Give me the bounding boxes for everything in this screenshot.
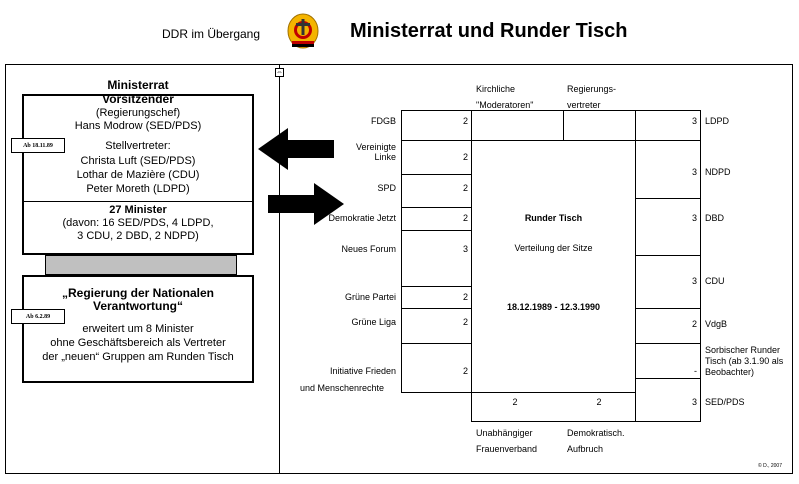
party-vdgb: VdgB xyxy=(705,319,728,329)
bottom-label-frauen-1: Unabhängiger xyxy=(476,428,533,438)
party-vereinigte-linke-2: Linke xyxy=(374,152,396,162)
regierung-title-2: Verantwortung“ xyxy=(92,299,183,313)
header-title: Ministerrat und Runder Tisch xyxy=(350,20,628,42)
vorsitz-label: Vorsitzender xyxy=(102,92,174,106)
party-initiative-2: und Menschenrechte xyxy=(300,383,385,393)
seat-dbd: 3 xyxy=(691,213,697,223)
header-subtitle: DDR im Übergang xyxy=(162,27,261,41)
party-gruene-partei: Grüne Partei xyxy=(344,292,396,302)
regierung-text-1: erweitert um 8 Minister xyxy=(82,323,194,335)
right-seat-column xyxy=(635,110,701,422)
party-ndpd: NDPD xyxy=(705,167,731,177)
left-cell-divider xyxy=(401,174,472,175)
ministerrat-box xyxy=(22,94,254,255)
seat-demokratie-jetzt: 2 xyxy=(462,213,468,223)
party-sorbischer-2: Tisch (ab 3.1.90 als xyxy=(705,356,784,366)
party-sorbischer-1: Sorbischer Runder xyxy=(705,345,781,355)
seat-fdgb: 2 xyxy=(462,116,468,126)
connector-bar xyxy=(45,255,237,275)
top-cell-divider xyxy=(563,110,564,141)
left-cell-divider xyxy=(401,308,472,309)
right-cell-divider xyxy=(635,255,701,256)
left-cell-divider xyxy=(401,230,472,231)
center-dates: 18.12.1989 - 12.3.1990 xyxy=(506,302,601,312)
party-demokratie-jetzt: Demokratie Jetzt xyxy=(328,213,396,223)
seat-sed-pds: 3 xyxy=(691,397,697,407)
regierung-box xyxy=(22,275,254,383)
seat-ndpd: 3 xyxy=(691,167,697,177)
regierungschef-label: (Regierungschef) xyxy=(95,107,181,119)
bottom-label-frauen-2: Frauenverband xyxy=(476,444,538,454)
date-tag-2: Ab 6.2.89 xyxy=(11,309,65,324)
date-tag-2-text: Ab 6.2.89 xyxy=(25,314,51,320)
ministerrat-divider xyxy=(22,201,254,202)
center-title: Runder Tisch xyxy=(524,213,583,223)
seat-ldpd: 3 xyxy=(691,116,697,126)
seat-vereinigte-linke: 2 xyxy=(462,152,468,162)
party-vereinigte-linke-1: Vereinigte xyxy=(355,142,396,152)
seat-spd: 2 xyxy=(462,183,468,193)
seat-demokratischer-aufbruch: 2 xyxy=(596,397,602,407)
party-fdgb: FDGB xyxy=(370,116,396,126)
left-cell-divider xyxy=(401,286,472,287)
arrow-left-icon xyxy=(258,128,334,170)
stellvertreter-label: Stellvertreter: xyxy=(105,140,171,152)
center-table xyxy=(471,140,636,393)
top-label-regierung-1: Regierungs- xyxy=(567,84,617,94)
vertical-divider xyxy=(279,64,280,474)
top-label-moderatoren-1: Kirchliche xyxy=(476,84,516,94)
party-sed-pds: SED/PDS xyxy=(705,397,745,407)
seat-sorbischer: - xyxy=(694,366,697,376)
party-ldpd: LDPD xyxy=(705,116,730,126)
seat-frauenverband: 2 xyxy=(512,397,518,407)
outer-frame xyxy=(5,64,793,474)
seat-neues-forum: 3 xyxy=(462,244,468,254)
party-cdu: CDU xyxy=(705,276,725,286)
party-sorbischer-3: Beobachter) xyxy=(705,367,755,377)
copyright: © D., 2007 xyxy=(758,463,782,469)
minister-count: 27 Minister xyxy=(109,204,167,216)
center-subtitle: Verteilung der Sitze xyxy=(514,243,593,253)
bottom-label-aufbruch-1: Demokratisch. xyxy=(567,428,625,438)
ddr-emblem-icon xyxy=(286,10,320,50)
right-cell-divider xyxy=(635,198,701,199)
minister-detail-1: (davon: 16 SED/PDS, 4 LDPD, xyxy=(62,217,214,229)
minister-detail-2: 3 CDU, 2 DBD, 2 NDPD) xyxy=(77,230,199,242)
seat-vdgb: 2 xyxy=(691,319,697,329)
party-neues-forum: Neues Forum xyxy=(341,244,396,254)
right-cell-divider xyxy=(635,308,701,309)
top-seat-row xyxy=(471,110,636,141)
regierung-text-2: ohne Geschäftsbereich als Vertreter xyxy=(50,337,226,349)
seat-initiative: 2 xyxy=(462,366,468,376)
seat-gruene-partei: 2 xyxy=(462,292,468,302)
top-label-regierung-2: vertreter xyxy=(567,100,601,110)
left-cell-divider xyxy=(401,140,472,141)
seat-gruene-liga: 2 xyxy=(462,317,468,327)
resize-handle-icon[interactable]: ⇔ xyxy=(275,68,284,77)
party-gruene-liga: Grüne Liga xyxy=(351,317,396,327)
right-cell-divider xyxy=(635,378,701,379)
deputy-luft: Christa Luft (SED/PDS) xyxy=(80,155,196,167)
party-initiative-1: Initiative Frieden xyxy=(329,366,396,376)
top-label-moderatoren-2: "Moderatoren" xyxy=(476,100,534,110)
left-cell-divider xyxy=(401,343,472,344)
right-cell-divider xyxy=(635,343,701,344)
deputy-maziere: Lothar de Mazière (CDU) xyxy=(76,169,200,181)
party-dbd: DBD xyxy=(705,213,725,223)
date-tag-1: Ab 18.11.89 xyxy=(11,138,65,153)
left-cell-divider xyxy=(401,207,472,208)
arrow-right-icon xyxy=(268,183,344,225)
bottom-label-aufbruch-2: Aufbruch xyxy=(567,444,604,454)
deputy-moreth: Peter Moreth (LDPD) xyxy=(86,183,190,195)
left-seat-column xyxy=(401,110,472,393)
right-cell-divider xyxy=(635,140,701,141)
party-spd: SPD xyxy=(377,183,396,193)
modrow-label: Hans Modrow (SED/PDS) xyxy=(74,120,202,132)
date-tag-1-text: Ab 18.11.89 xyxy=(23,143,53,149)
regierung-title-1: „Regierung der Nationalen xyxy=(61,286,215,300)
regierung-text-3: der „neuen“ Gruppen am Runden Tisch xyxy=(42,351,234,363)
ministerrat-title: Ministerrat xyxy=(107,78,169,92)
bottom-seat-row xyxy=(471,392,636,422)
seat-cdu: 3 xyxy=(691,276,697,286)
